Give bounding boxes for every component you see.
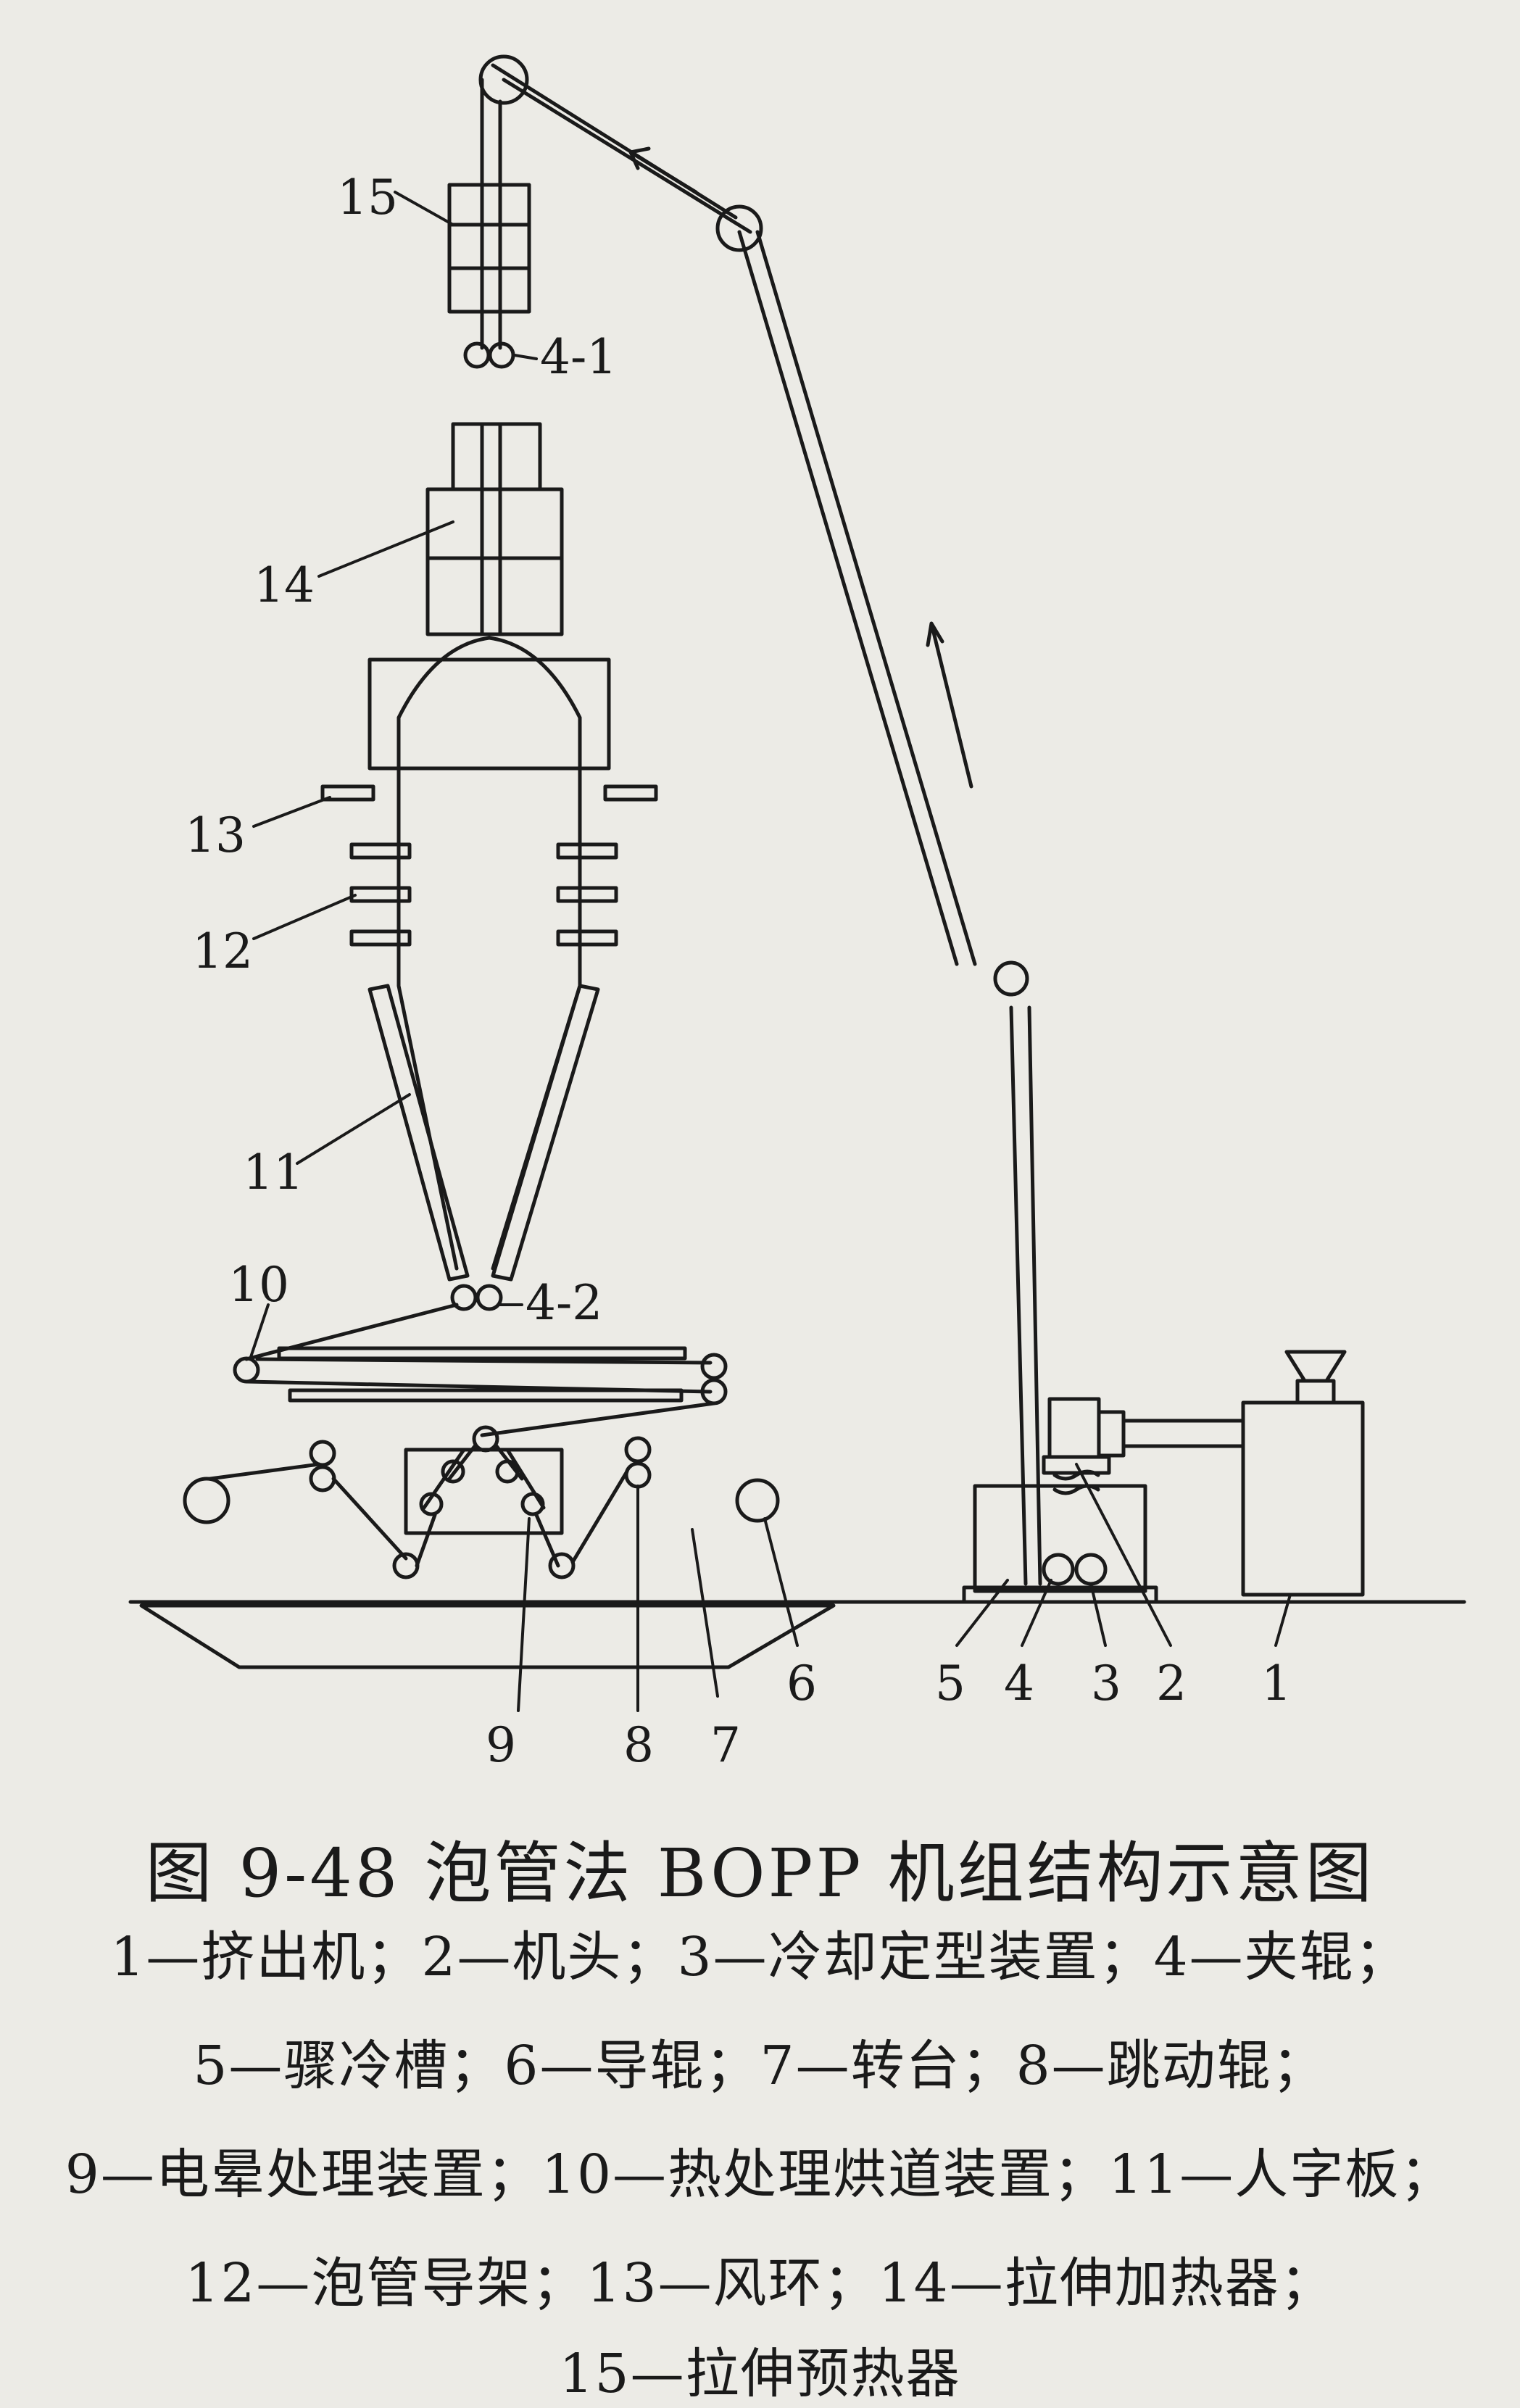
label-5: 5: [935, 1656, 965, 1711]
part-labels: 15 4-1 14 13 12 11 10 4-2 9 8 7 6 5 4 3 …: [185, 170, 1292, 1773]
label-3: 3: [1091, 1656, 1121, 1711]
nip-roll-4-2-right: [475, 1284, 503, 1311]
guide-roll-mid: [993, 960, 1029, 997]
quench-tray: [139, 1603, 836, 1669]
collapsing-board-left: [367, 984, 470, 1282]
label-14: 14: [254, 557, 315, 613]
air-ring-right: [603, 784, 658, 802]
film-path-right: [491, 63, 1042, 1586]
bubble: [367, 636, 611, 1271]
label-10: 10: [228, 1257, 289, 1313]
cooling-roll-3: [1074, 1553, 1108, 1586]
label-6: 6: [786, 1656, 817, 1711]
label-2: 2: [1156, 1656, 1187, 1711]
dancer-roll-lower: [624, 1461, 652, 1489]
legend-line-1: 1—挤出机；2—机头；3—冷却定型装置；4—夹辊；: [110, 1926, 1410, 1988]
label-15: 15: [337, 170, 398, 225]
figure-caption: 图 9-48 泡管法 BOPP 机组结构示意图: [145, 1835, 1375, 1912]
heat-treatment-oven: [233, 1303, 728, 1437]
film-path-lower: [183, 1440, 629, 1579]
stretch-heater: [425, 422, 564, 636]
legend-line-4: 12—泡管导架；13—风环；14—拉伸加热器；: [185, 2252, 1335, 2314]
label-8: 8: [623, 1717, 654, 1773]
die-head: [1042, 1397, 1126, 1495]
bopp-line-diagram: 15 4-1 14 13 12 11 10 4-2 9 8 7 6 5 4 3 …: [128, 54, 1466, 1773]
label-4-2: 4-2: [526, 1275, 602, 1331]
legend-line-5: 15—拉伸预热器: [559, 2343, 961, 2405]
film-vertical-top: [480, 78, 502, 350]
guide-roll-top-right: [715, 204, 763, 252]
corona-unit: [404, 1425, 564, 1535]
label-1: 1: [1261, 1656, 1292, 1711]
label-7: 7: [710, 1717, 741, 1773]
nip-roll-4: [1042, 1553, 1075, 1586]
nip-roll-4-1-left: [463, 341, 491, 369]
label-13: 13: [185, 807, 246, 863]
label-4-1: 4-1: [540, 329, 617, 385]
bubble-guide-frame: [349, 842, 618, 947]
quench-bath: [962, 1484, 1158, 1604]
label-4: 4: [1004, 1656, 1034, 1711]
air-ring-left: [320, 784, 375, 802]
dancer-roll-upper: [624, 1436, 652, 1464]
extruder: [1121, 1350, 1365, 1597]
legend-line-3: 9—电晕处理装置；10—热处理烘道装置；11—人字板；: [65, 2143, 1455, 2206]
label-11: 11: [243, 1145, 304, 1200]
nip-roll-4-2-left: [450, 1284, 478, 1311]
leader-lines: [249, 191, 1292, 1712]
guide-roll-6: [735, 1478, 780, 1523]
label-9: 9: [486, 1717, 516, 1773]
collapsing-board-right: [491, 984, 600, 1282]
label-12: 12: [192, 923, 253, 979]
stretch-preheater: [447, 183, 531, 314]
direction-arrow: [628, 146, 973, 789]
legend-line-2: 5—骤冷槽；6—导辊；7—转台；8—跳动辊；: [193, 2035, 1327, 2097]
